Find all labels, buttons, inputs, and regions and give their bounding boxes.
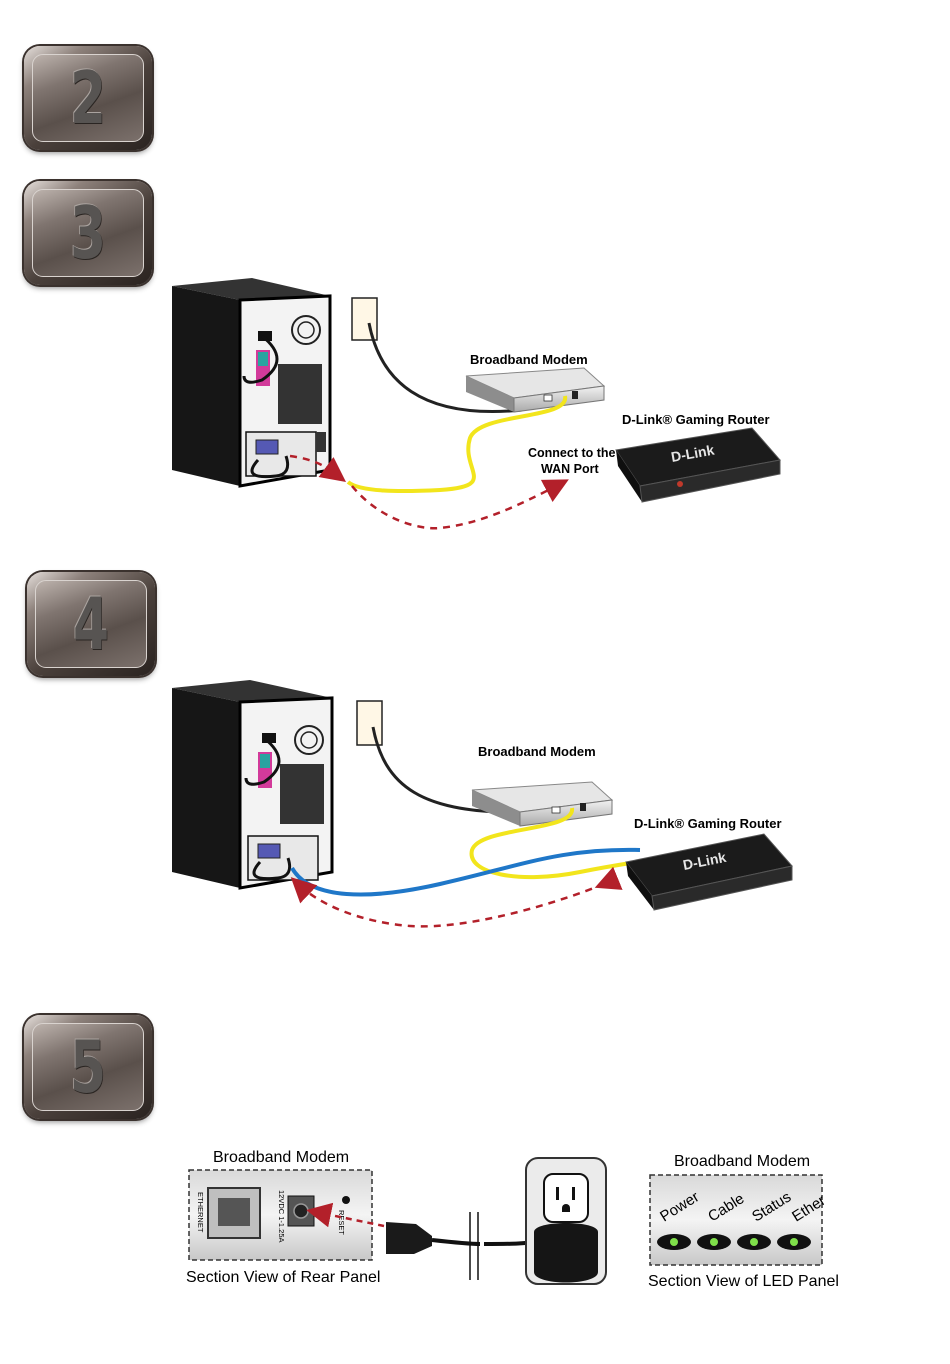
led-status: [737, 1234, 771, 1250]
power-plug: [386, 1222, 540, 1254]
modem-label: Broadband Modem: [470, 352, 588, 367]
wall-outlet: [526, 1158, 606, 1284]
connect-label-2: WAN Port: [541, 462, 599, 476]
led-panel-caption: Section View of LED Panel: [648, 1273, 839, 1290]
pc-tower: [172, 680, 332, 888]
diagram-step-3: Broadband Modem D-Link D-Link® Gaming Ro…: [172, 278, 780, 528]
broadband-modem: [472, 782, 612, 826]
reset-button: [342, 1196, 350, 1204]
pc-tower: [172, 278, 330, 486]
gaming-router: D-Link: [616, 428, 780, 502]
wall-jack: [352, 298, 377, 340]
led-ethernet: [777, 1234, 811, 1250]
modem-label: Broadband Modem: [478, 744, 596, 759]
connect-label-1: Connect to the: [528, 446, 616, 460]
wan-cable: [348, 396, 565, 491]
led-panel-title: Broadband Modem: [674, 1153, 810, 1170]
router-label: D-Link® Gaming Router: [622, 412, 770, 427]
diagram-step-5: Broadband Modem ETHERNET 12VDC 1-1.25A R…: [186, 1149, 839, 1290]
router-label: D-Link® Gaming Router: [634, 816, 782, 831]
arrow-pc-to-router: [298, 884, 604, 926]
led-power: [657, 1234, 691, 1250]
diagram-step-4: Broadband Modem D-Link D-Link® Gaming Ro…: [172, 680, 792, 926]
ethernet-label: ETHERNET: [196, 1192, 205, 1233]
broadband-modem: [466, 368, 604, 412]
power-spec-label: 12VDC 1-1.25A: [277, 1190, 286, 1243]
led-cable: [697, 1234, 731, 1250]
rear-panel-caption: Section View of Rear Panel: [186, 1269, 380, 1286]
gaming-router: D-Link: [626, 834, 792, 910]
wall-jack: [357, 701, 382, 745]
reset-label: RESET: [337, 1210, 346, 1235]
rear-panel-title: Broadband Modem: [213, 1149, 349, 1166]
